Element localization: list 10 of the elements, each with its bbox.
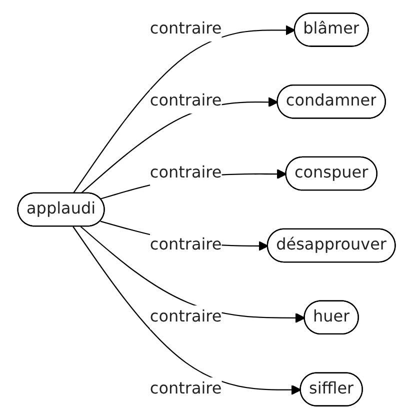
arrow [72, 25, 296, 194]
arrow [80, 226, 306, 323]
edge-label: contraire [150, 308, 222, 326]
edge-label: contraire [150, 380, 222, 398]
edge-label: contraire [150, 20, 222, 38]
arrow [80, 97, 278, 194]
edge-label: contraire [150, 236, 222, 254]
arrow [72, 226, 302, 395]
edge-label: contraire [150, 164, 222, 182]
edge-label: contraire [150, 92, 222, 110]
